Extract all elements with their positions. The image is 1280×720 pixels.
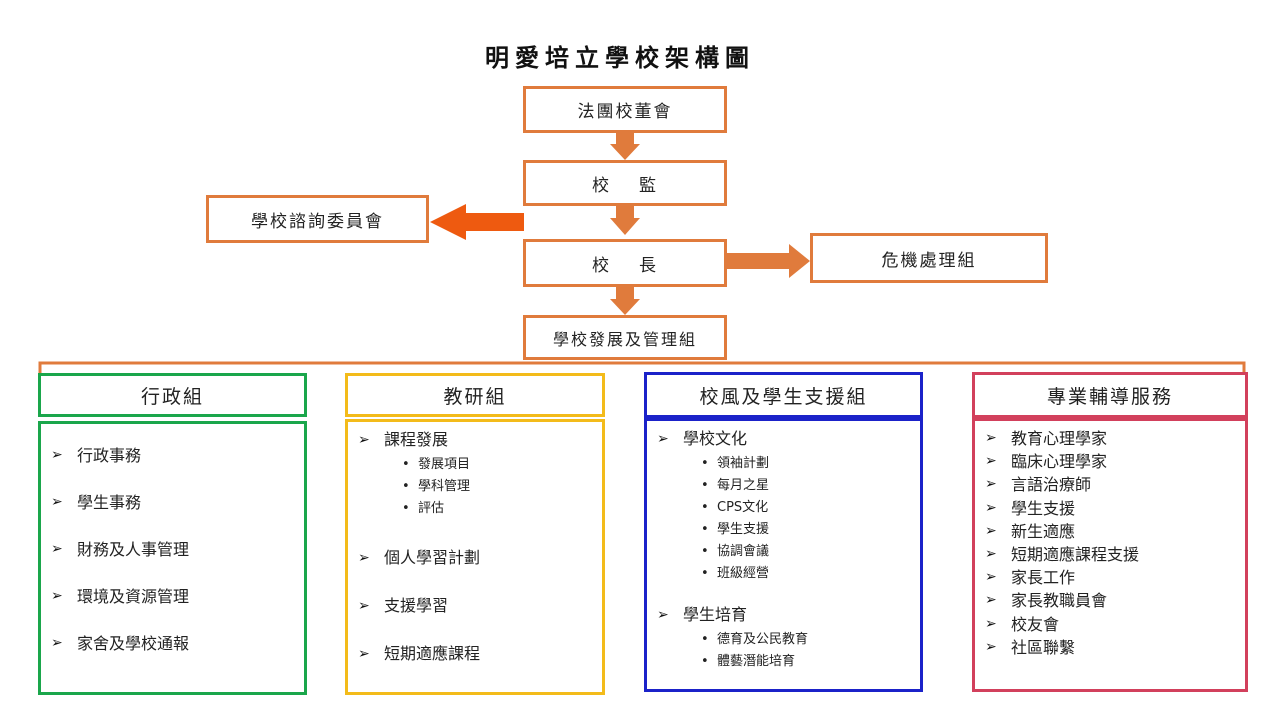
professional-title: 專業輔導服務 [1046,385,1173,408]
list-item: 學生事務 [51,479,304,526]
list-item: 環境及資源管理 [51,573,304,620]
principal-box: 校長 [523,239,727,287]
list-item: 支援學習 [358,594,602,618]
list-item: 教育心理學家 [985,427,1245,450]
research-title: 教研組 [443,385,507,408]
culture-header: 校風及學生支援組 [644,372,923,418]
arrow-to-crisis [727,244,810,278]
list-item: 行政事務 [51,432,304,479]
admin-title: 行政組 [140,385,204,408]
list-item: 財務及人事管理 [51,526,304,573]
admin-list: 行政事務 學生事務 財務及人事管理 環境及資源管理 家舍及學校通報 [51,432,304,667]
sub-item: CPS文化 [701,497,920,519]
sub-item: 每月之星 [701,475,920,497]
admin-body: 行政事務 學生事務 財務及人事管理 環境及資源管理 家舍及學校通報 [38,421,307,695]
advisory-label: 學校諮詢委員會 [251,211,384,232]
list-item: 學生培育 德育及公民教育 體藝潛能培育 [657,603,920,673]
research-body: 課程發展 發展項目 學科管理 評估 個人學習計劃 支援學習 短期適應課程 [345,419,605,695]
admin-header: 行政組 [38,373,307,417]
advisory-box: 學校諮詢委員會 [206,195,429,243]
professional-list: 教育心理學家 臨床心理學家 言語治療師 學生支援 新生適應 短期適應課程支援 家… [985,427,1245,659]
arrow-to-advisory [430,204,524,240]
list-item: 家長工作 [985,566,1245,589]
list-item: 校友會 [985,613,1245,636]
culture-title: 校風及學生支援組 [699,385,868,408]
culture-list: 學校文化 領袖計劃 每月之星 CPS文化 學生支援 協調會議 班級經營 學生培育… [657,427,920,673]
sub-item: 領袖計劃 [701,453,920,475]
sub-item: 評估 [402,498,602,520]
sub-item: 德育及公民教育 [701,629,920,651]
research-list: 課程發展 發展項目 學科管理 評估 個人學習計劃 支援學習 短期適應課程 [358,428,602,666]
principal-label: 校長 [592,255,658,276]
sub-item: 發展項目 [402,454,602,476]
sub-item: 學生支援 [701,519,920,541]
list-item: 家舍及學校通報 [51,620,304,667]
list-item: 學校文化 領袖計劃 每月之星 CPS文化 學生支援 協調會議 班級經營 [657,427,920,585]
list-item: 課程發展 發展項目 學科管理 評估 [358,428,602,520]
list-item: 短期適應課程支援 [985,543,1245,566]
professional-body: 教育心理學家 臨床心理學家 言語治療師 學生支援 新生適應 短期適應課程支援 家… [972,418,1248,692]
board-box: 法團校董會 [523,86,727,133]
arrow-supervisor-to-principal [610,206,640,235]
arrow-board-to-supervisor [610,132,640,160]
list-item: 社區聯繫 [985,636,1245,659]
crisis-box: 危機處理組 [810,233,1048,283]
department-bracket-line [38,361,1246,374]
supervisor-label: 校監 [592,175,658,196]
list-item: 家長教職員會 [985,589,1245,612]
sub-item: 協調會議 [701,541,920,563]
sub-item: 學科管理 [402,476,602,498]
sub-item: 班級經營 [701,563,920,585]
list-item: 臨床心理學家 [985,450,1245,473]
list-item: 學生支援 [985,497,1245,520]
culture-body: 學校文化 領袖計劃 每月之星 CPS文化 學生支援 協調會議 班級經營 學生培育… [644,418,923,692]
supervisor-box: 校監 [523,160,727,206]
list-item: 個人學習計劃 [358,546,602,570]
list-item: 言語治療師 [985,473,1245,496]
list-item: 新生適應 [985,520,1245,543]
professional-header: 專業輔導服務 [972,372,1248,418]
development-box: 學校發展及管理組 [523,315,727,360]
sub-item: 體藝潛能培育 [701,651,920,673]
research-header: 教研組 [345,373,605,417]
list-item: 短期適應課程 [358,642,602,666]
page-title: 明愛培立學校架構圖 [485,44,755,72]
crisis-label: 危機處理組 [881,250,977,271]
development-label: 學校發展及管理組 [552,329,697,349]
board-label: 法團校董會 [577,102,673,122]
arrow-principal-to-development [610,287,640,315]
